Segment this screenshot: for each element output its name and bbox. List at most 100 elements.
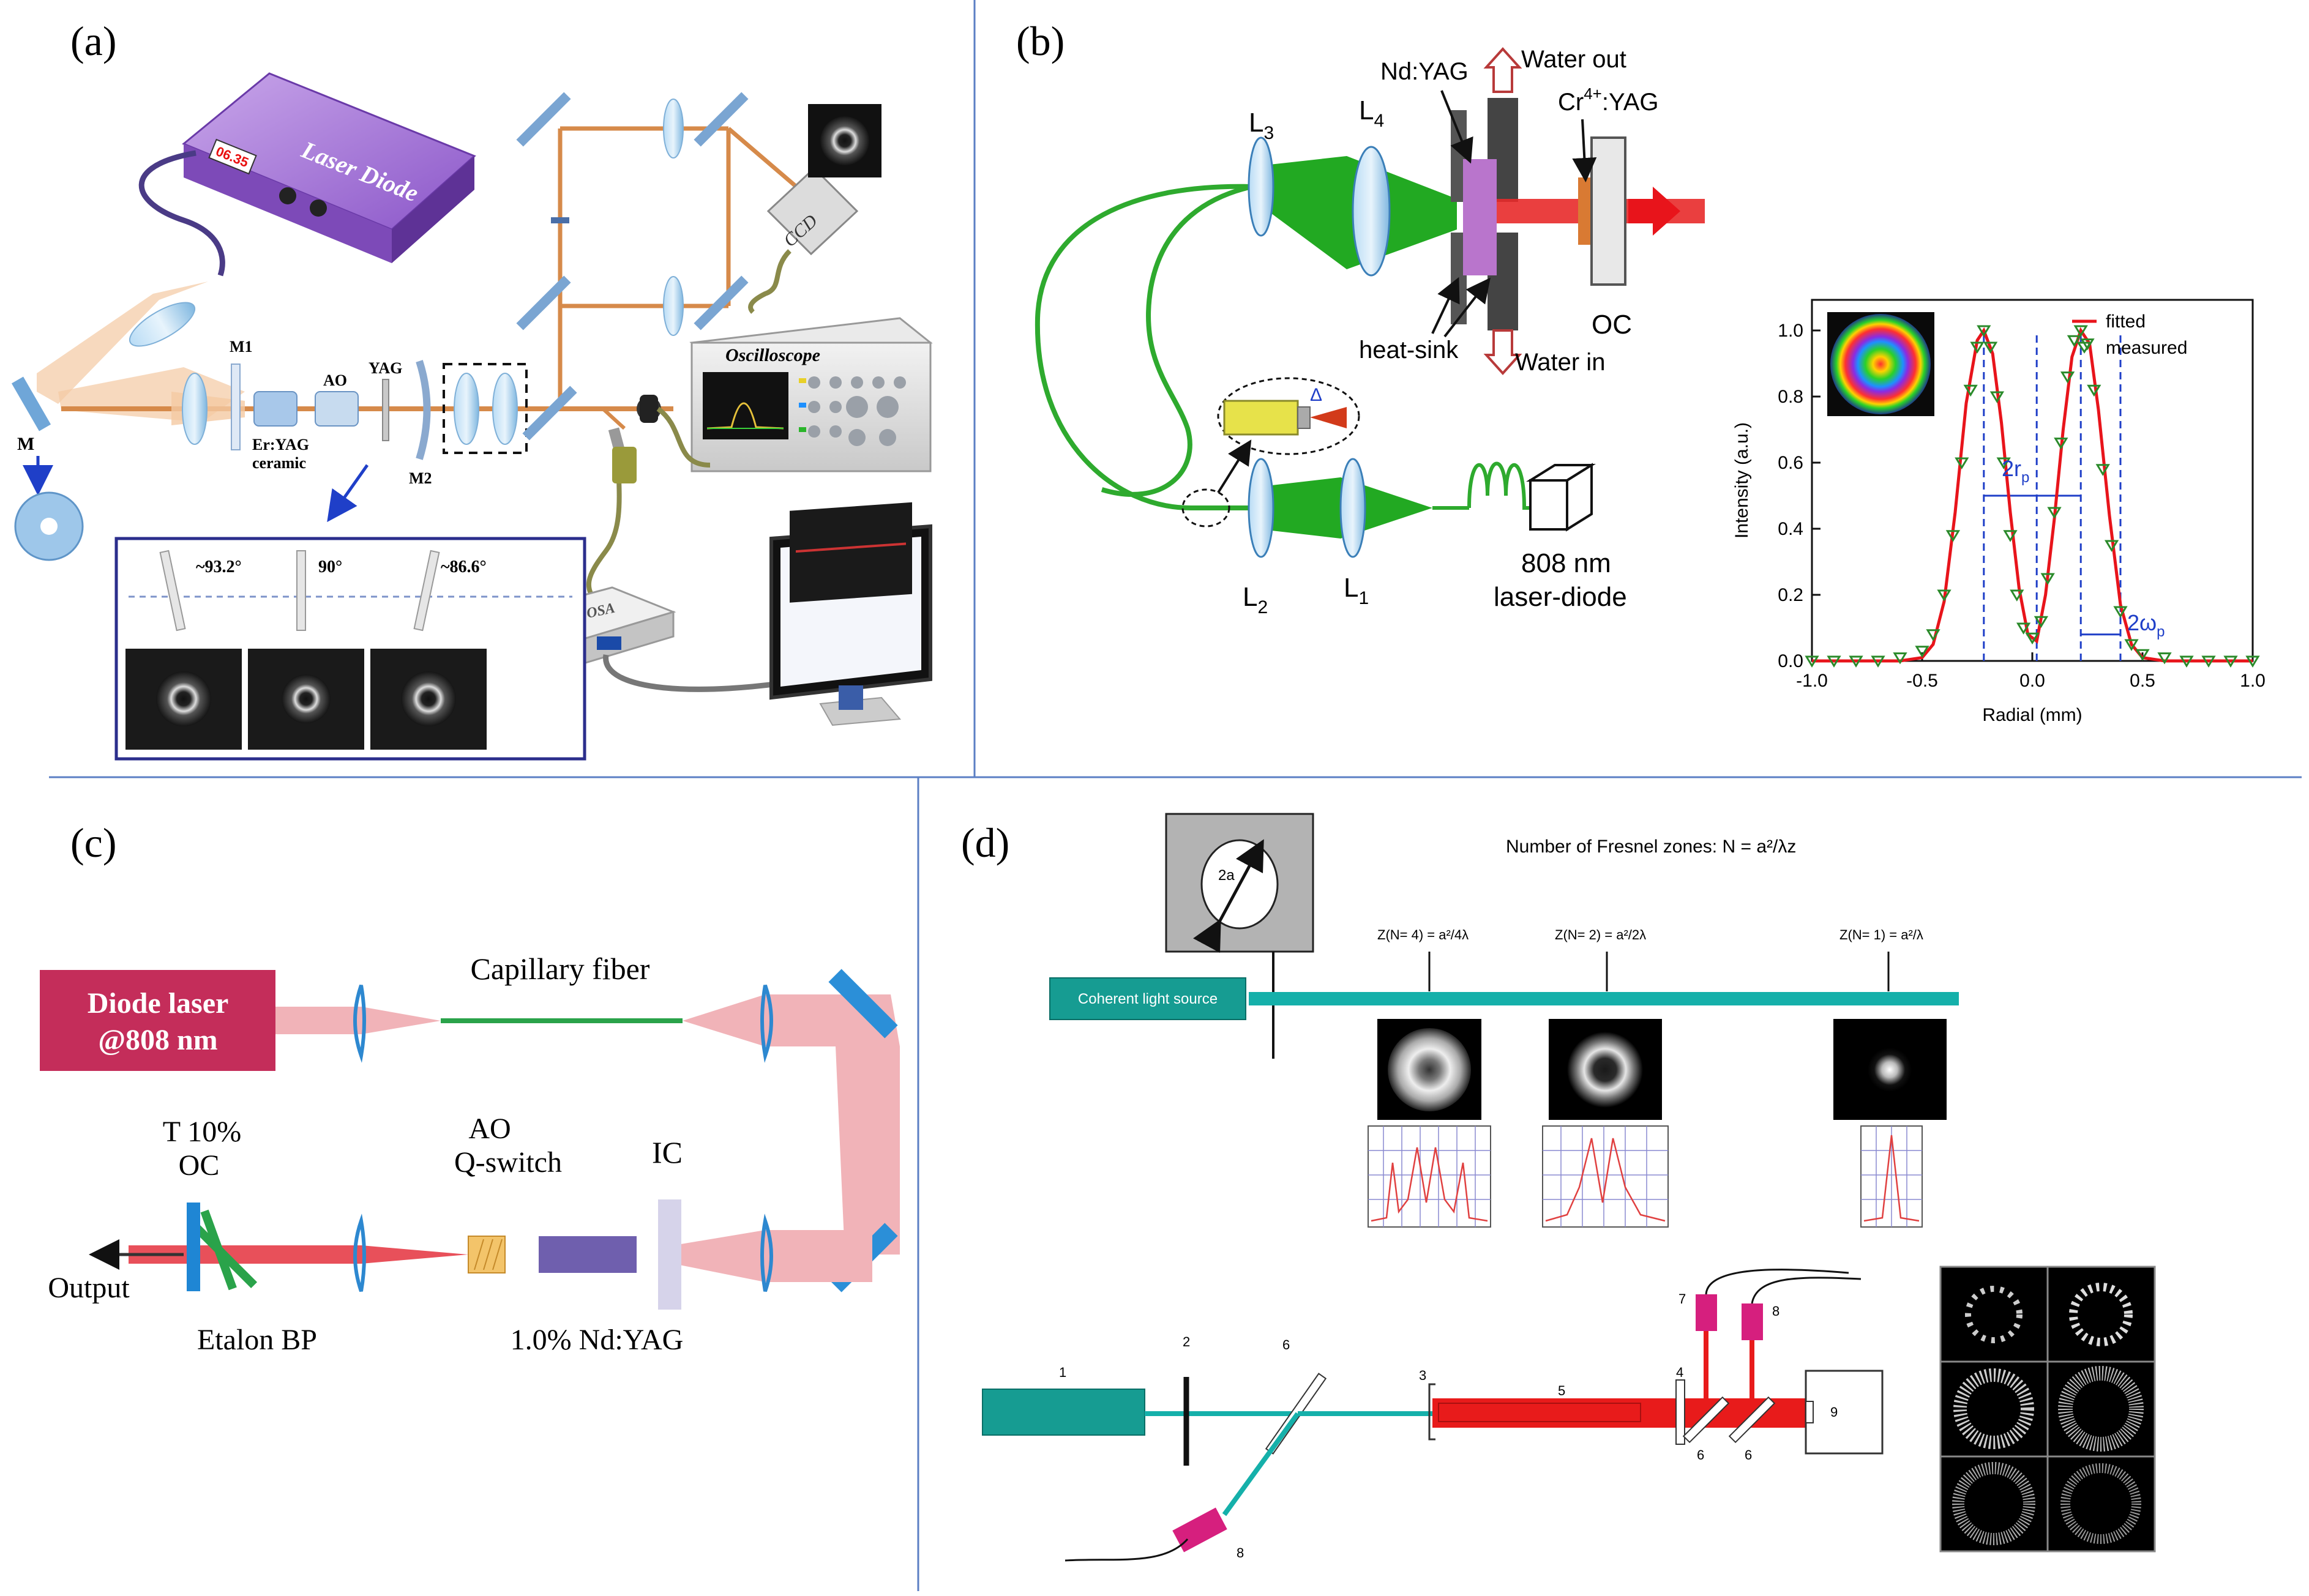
angle-1: ~93.2° [196,557,242,576]
label-yag: YAG [369,359,402,377]
lens-l4 [1352,146,1391,277]
nd-yag-crystal [1463,159,1497,275]
label-m1: M1 [230,338,253,356]
legend-fitted: fitted [2106,311,2146,332]
measured-point [1937,589,1952,602]
panel-a: (a) Laser Diode 06.35 M M1 Er:YAG [11,18,933,761]
measured-point [2003,530,2018,542]
measured-point [1963,384,1978,397]
label-l3: L3 [1249,108,1274,143]
oc-mirror [1590,136,1626,286]
measured-point [1893,652,1907,665]
label-ao-c: AO [468,1113,511,1145]
legend-measured: measured [2106,338,2187,358]
measured-point [1955,457,1969,469]
label-m: M [17,434,34,454]
detector-7 [1696,1294,1717,1331]
measured-point [2179,655,2194,668]
measured-point [1989,391,2005,403]
ccd-camera: CCD [766,104,881,256]
interferometer [558,126,816,409]
label-oc: OC [1592,310,1632,340]
label-nd-yag: Nd:YAG [1380,58,1469,85]
source-1 [982,1389,1145,1436]
label-z2: Z(N= 2) = a²/2λ [1555,927,1646,942]
measured-point [2113,606,2128,618]
measured-point [2135,649,2150,662]
measured-point [2060,371,2075,384]
angle-3: ~86.6° [441,557,487,576]
computer-monitor [769,502,932,726]
lens-a2 [182,373,208,445]
label-l1: L1 [1344,573,1369,608]
label-water-out: Water out [1521,46,1626,73]
x-tick-label: -0.5 [1906,671,1938,691]
ao-qswitch [468,1236,506,1273]
panel-d-label: (d) [961,819,1009,866]
element-4 [1675,1379,1685,1445]
annotation-2rp: 2rp [2002,456,2029,486]
num-4: 4 [1676,1365,1683,1380]
panel-a-label: (a) [70,18,116,64]
measured-point [1996,457,2011,469]
num-6a: 6 [1282,1337,1290,1352]
panel-c: (c) Diode laser @808 nm Capillary fiber … [40,819,900,1356]
lens-c4 [353,1214,366,1292]
measured-point [2010,589,2024,602]
measured-point [2047,507,2062,519]
label-capillary-fiber: Capillary fiber [471,952,650,986]
mirror-3 [1428,1383,1435,1441]
num-7: 7 [1678,1291,1686,1307]
panel-c-label: (c) [70,819,116,866]
oc-mirror-c [187,1203,200,1291]
label-heat-sink: heat-sink [1359,337,1459,364]
output-arrow-b [1628,187,1680,236]
series-fitted-line [1812,327,2253,663]
mode-pattern-grid [1939,1266,2156,1553]
yag-plate [382,379,389,441]
label-z1: Z(N= 1) = a²/λ [1839,927,1923,942]
pump-beam-a [37,282,208,404]
label-m2: M2 [409,469,432,487]
measured-point [1827,655,1841,668]
legend-measured-marker [2076,341,2092,354]
measured-point [1983,341,1998,354]
detector-8-upper [1742,1303,1763,1340]
label-er-yag-2: ceramic [252,454,306,472]
annotation-2wp: 2ωp [2127,610,2165,640]
panel-b: (b) L3 L4 Nd:YAG Water out Cr4+:YAG OC h… [1016,18,2266,725]
measured-point [2095,464,2110,476]
x-tick-label: -1.0 [1796,671,1828,691]
measured-point [2201,655,2216,668]
label-delta: Δ [1310,385,1322,405]
measured-point [1849,655,1863,668]
measured-point [1915,646,1929,658]
measured-point [1977,325,1991,337]
measured-point [2245,655,2260,668]
profile-n1 [1860,1125,1923,1228]
lens-l2 [1248,458,1274,558]
label-ic: IC [652,1135,683,1169]
measured-point [1926,629,1940,641]
label-output: Output [48,1272,130,1304]
mirror-m [11,376,51,431]
fold-mirror-top [828,969,898,1039]
mirror-m1 [231,364,241,450]
num-3: 3 [1419,1368,1426,1383]
num-6b: 6 [1697,1447,1704,1463]
panel-d: (d) Number of Fresnel zones: N = a²/λz 2… [961,813,2156,1562]
label-cr-yag: Cr4+:YAG [1558,84,1659,116]
profile-n4 [1368,1125,1491,1228]
measured-point [2040,573,2055,585]
label-water-in: Water in [1515,349,1605,376]
profile-n2 [1542,1125,1669,1228]
lens-c1 [353,985,366,1063]
y-tick-label: 0.0 [1778,651,1803,671]
y-tick-label: 0.8 [1778,387,1803,407]
measured-point [2073,325,2088,337]
num-2: 2 [1183,1334,1190,1349]
nd-yag-rod [539,1236,637,1273]
label-808nm-c: @808 nm [98,1024,217,1056]
